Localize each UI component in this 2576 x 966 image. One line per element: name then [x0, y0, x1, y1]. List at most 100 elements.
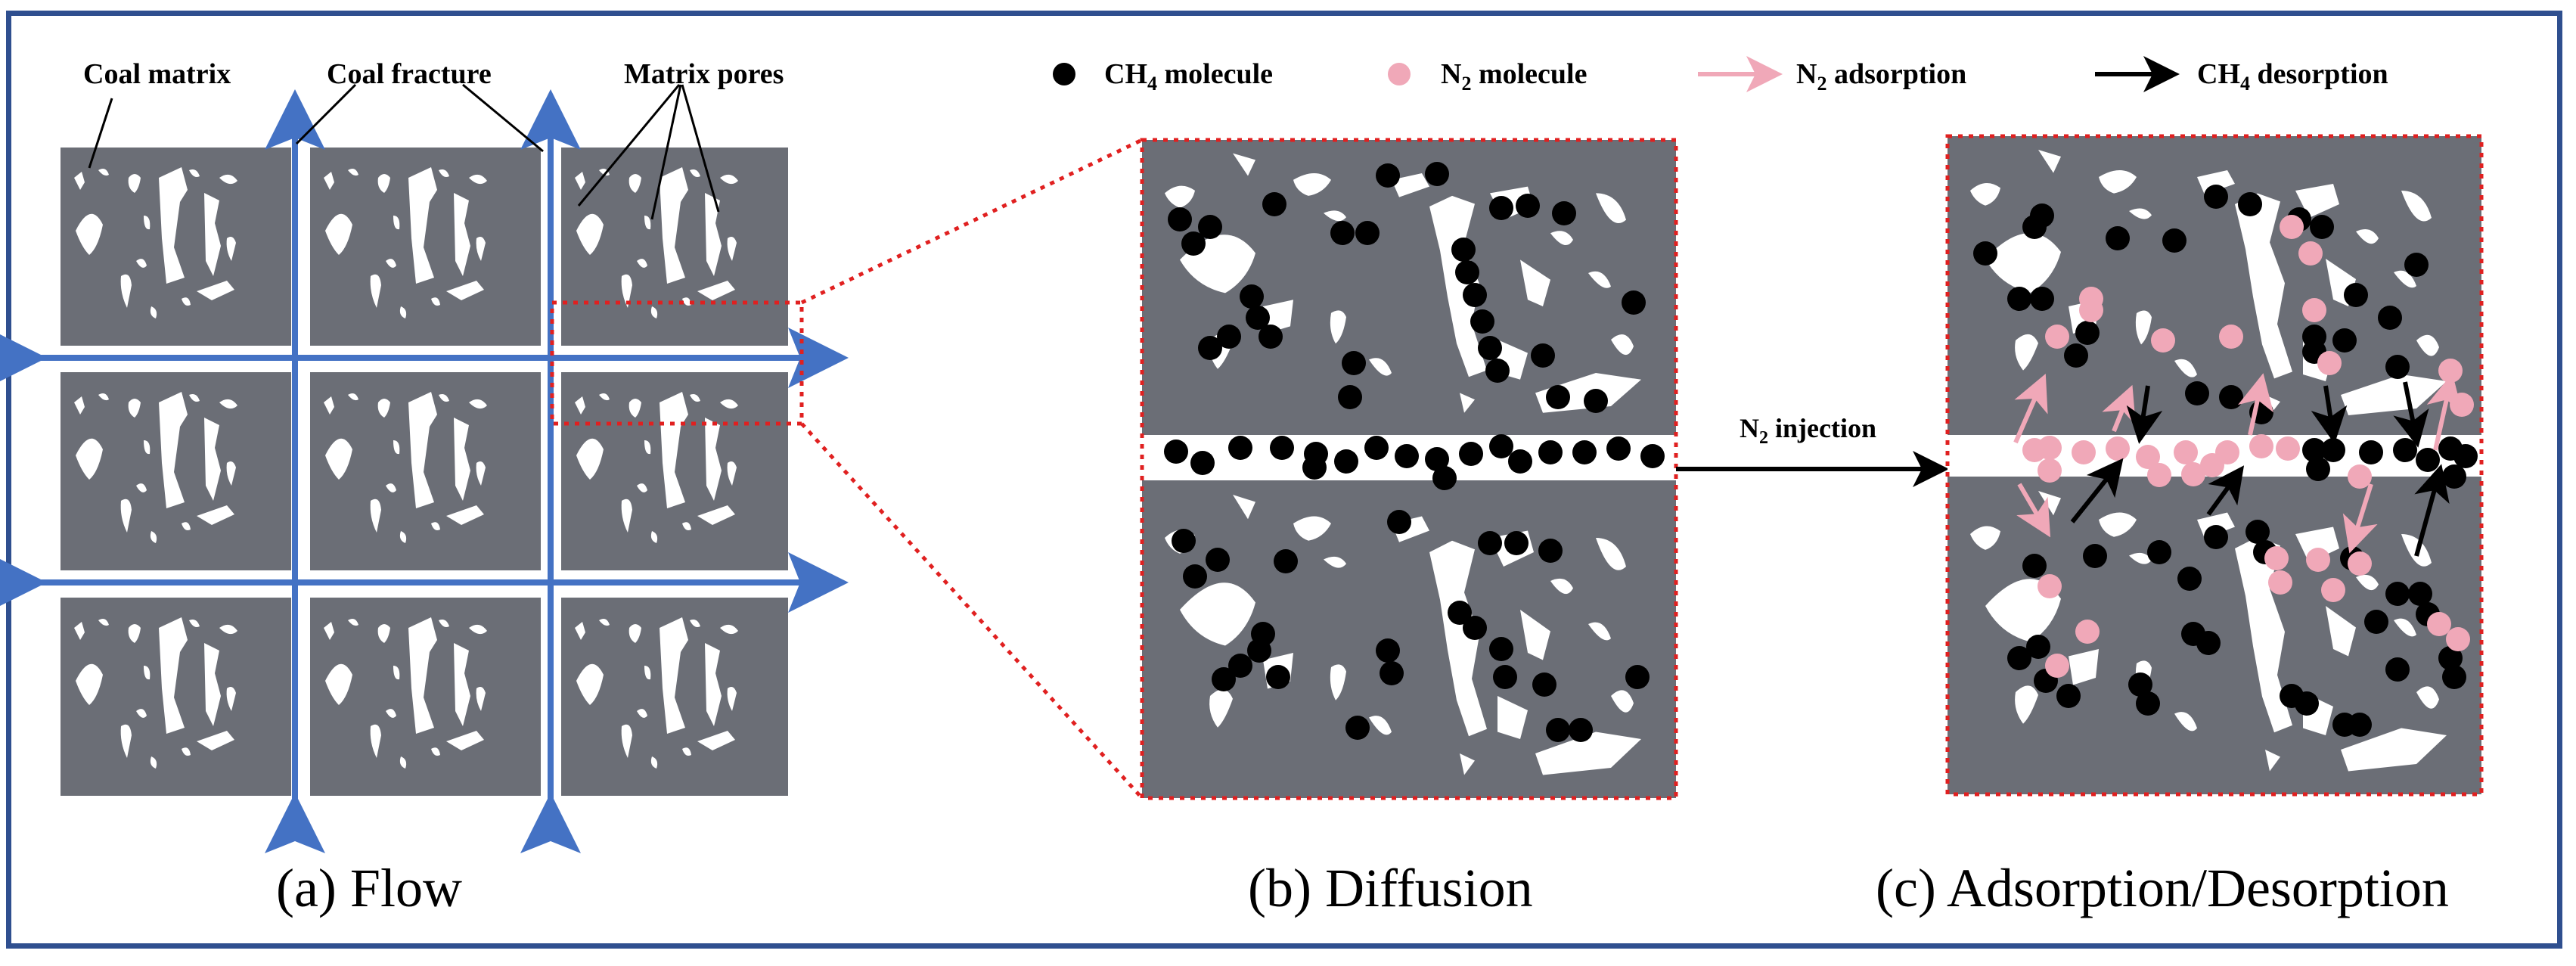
ch4-molecule	[1432, 466, 1457, 490]
legend-ch4-marker	[1053, 63, 1075, 85]
ch4-molecule	[1387, 510, 1411, 534]
ch4-molecule	[1606, 436, 1631, 461]
n2-molecule	[2136, 445, 2160, 469]
ch4-desorption-arrow	[2311, 385, 2348, 444]
n2-molecule	[2038, 574, 2062, 598]
n2-adsorption-arrow	[2237, 373, 2273, 436]
ch4-molecule	[1478, 336, 1502, 360]
ch4-molecule	[2162, 228, 2186, 253]
coal-fracture-label: Coal fracture	[327, 58, 492, 90]
ch4-molecule	[1262, 192, 1286, 216]
molecules-adsorption	[1973, 185, 2478, 737]
ch4-molecule	[2385, 657, 2410, 682]
ch4-molecule	[1172, 529, 1196, 553]
ch4-molecule	[2022, 554, 2047, 578]
ch4-molecule	[1355, 221, 1380, 245]
ch4-molecule	[1206, 548, 1230, 572]
ch4-molecule	[1302, 455, 1327, 480]
matrix-block	[310, 372, 541, 570]
ch4-molecule	[1531, 343, 1555, 368]
ch4-molecule	[1584, 389, 1608, 413]
ch4-molecule	[2442, 665, 2466, 689]
ch4-molecule	[2007, 646, 2031, 670]
ch4-molecule	[2404, 253, 2429, 277]
ch4-molecule	[1217, 325, 1241, 349]
n2-molecule	[2306, 548, 2330, 572]
n2-molecule	[2264, 546, 2289, 570]
ch4-molecule	[2026, 635, 2050, 659]
ch4-molecule	[1485, 359, 1510, 383]
ch4-molecule	[2196, 631, 2221, 655]
n2-molecule	[2317, 351, 2342, 375]
ch4-molecule	[2393, 438, 2417, 462]
ch4-molecule	[2348, 713, 2372, 737]
ch4-molecule	[2344, 283, 2368, 307]
ch4-desorption-arrow	[2206, 465, 2245, 516]
ch4-molecule	[1640, 444, 1665, 468]
zoom-indicator	[550, 138, 1144, 800]
diffusion-zoom-border	[1140, 138, 1678, 800]
ch4-molecule	[1274, 549, 1298, 573]
matrix-block	[561, 372, 788, 570]
n2-molecule	[2348, 551, 2372, 576]
ch4-molecule	[1508, 449, 1532, 474]
panel-b-diffusion	[1140, 138, 1678, 800]
ch4-molecule	[1489, 196, 1513, 220]
legend-n2-marker	[1388, 63, 1411, 85]
ch4-molecule	[1546, 385, 1570, 409]
matrix-block	[61, 598, 291, 796]
ch4-molecule	[2364, 610, 2388, 634]
ch4-molecule	[2385, 355, 2410, 379]
ch4-molecule	[2136, 691, 2160, 716]
ch4-molecule	[1546, 718, 1570, 742]
ch4-molecule	[1376, 163, 1400, 188]
ch4-molecules-diffusion	[1164, 162, 1665, 742]
ch4-molecule	[2128, 672, 2152, 697]
ch4-molecule	[1395, 444, 1419, 468]
ch4-molecule	[2219, 385, 2243, 409]
ch4-molecule	[2310, 215, 2334, 239]
ch4-molecule	[1164, 440, 1188, 464]
n2-molecule	[2079, 298, 2103, 322]
ch4-molecule	[1572, 440, 1597, 464]
legend-ch4-text: CH4 molecule	[1104, 58, 1273, 95]
figure-frame	[6, 11, 2562, 949]
ch4-molecule	[1463, 283, 1487, 307]
ch4-molecule	[1538, 539, 1563, 563]
n2-molecule	[2045, 654, 2069, 678]
caption-adsorption-desorption: (c) Adsorption/Desorption	[1876, 858, 2449, 918]
ch4-molecule	[2306, 457, 2330, 481]
ch4-molecule	[1246, 306, 1270, 330]
ch4-molecule	[1345, 716, 1370, 740]
ch4-molecule	[1459, 442, 1483, 466]
ch4-molecule	[2245, 520, 2270, 544]
ch4-molecule	[1448, 601, 1472, 625]
ch4-molecule	[1425, 447, 1449, 471]
ch4-molecule	[1376, 638, 1400, 663]
ch4-molecule	[2056, 684, 2081, 708]
ch4-molecule	[1270, 436, 1294, 460]
ch4-molecule	[1532, 672, 1556, 697]
ch4-molecule	[1478, 531, 1502, 555]
n2-molecule	[2280, 215, 2304, 239]
ch4-desorption-arrow	[2414, 464, 2450, 557]
ch4-molecule	[1463, 616, 1487, 640]
ch4-molecule	[1516, 194, 1540, 218]
ch4-molecule	[2204, 525, 2228, 549]
ch4-molecule	[1455, 260, 1479, 284]
matrix-pores-label: Matrix pores	[624, 58, 784, 90]
ch4-molecule	[1625, 665, 1650, 689]
ch4-desorption-arrow	[2393, 381, 2429, 448]
n2-adsorption-arrow	[2342, 483, 2378, 554]
ch4-molecule	[2453, 444, 2478, 468]
ch4-molecule	[1622, 290, 1646, 315]
ch4-molecule	[1330, 221, 1355, 245]
n2-molecule	[2151, 328, 2175, 353]
ch4-molecule	[1470, 309, 1494, 334]
n2-molecule	[2045, 325, 2069, 349]
n2-molecule	[2181, 462, 2205, 486]
ch4-molecule	[2295, 691, 2319, 716]
n2-adsorption-arrow	[2016, 483, 2051, 538]
ch4-molecule	[2302, 438, 2326, 462]
ch4-molecule	[1334, 449, 1358, 474]
